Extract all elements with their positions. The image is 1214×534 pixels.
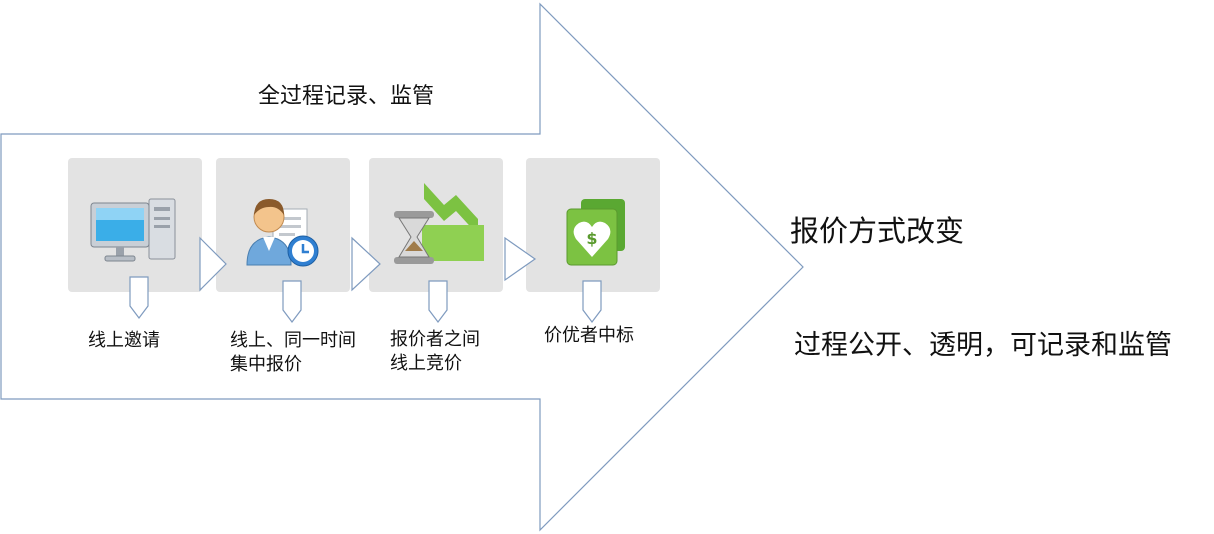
computer-icon: [90, 198, 176, 262]
down-arrow-4: [582, 280, 602, 323]
chevron-right-connector-3: [504, 236, 537, 282]
chevron-right-connector-1: [199, 236, 227, 292]
side-description: 过程公开、透明，可记录和监管: [794, 330, 1172, 361]
step-card-simultaneous-quote: [216, 158, 350, 292]
down-arrow-3: [428, 280, 448, 323]
step-label-1: 线上邀请: [88, 330, 160, 351]
step-card-online-invite: [68, 158, 202, 292]
step-label-4: 价优者中标: [544, 325, 634, 346]
top-label: 全过程记录、监管: [258, 84, 435, 109]
step-card-best-price-wins: $: [526, 158, 660, 292]
user-clock-icon: [246, 199, 319, 267]
step-label-3: 报价者之间 线上竞价: [390, 329, 480, 374]
chevron-right-connector-2: [351, 236, 381, 292]
step-label-2: 线上、同一时间 集中报价: [230, 330, 356, 375]
down-arrow-1: [129, 276, 149, 319]
hourglass-chart-icon: [394, 183, 484, 264]
money-heart-icon: $: [566, 199, 625, 266]
side-title: 报价方式改变: [790, 214, 965, 248]
down-arrow-2: [282, 280, 302, 323]
svg-text:$: $: [586, 229, 597, 248]
step-card-online-bidding: [369, 158, 503, 292]
